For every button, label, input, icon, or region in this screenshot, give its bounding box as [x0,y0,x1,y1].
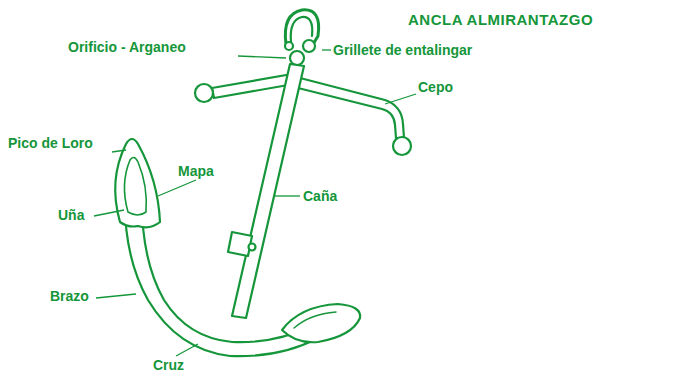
part-label: Cruz [153,358,184,372]
part-label: Orificio - Arganeo [68,40,186,54]
part-label: Mapa [178,164,214,178]
part-label: Grillete de entalingar [333,43,472,57]
part-label: Brazo [50,289,89,303]
part-label: Uña [58,208,84,222]
part-label: Caña [303,189,337,203]
part-label: Cepo [418,80,453,94]
part-label: Pico de Loro [8,136,93,150]
diagram-title: ANCLA ALMIRANTAZGO [408,12,593,27]
